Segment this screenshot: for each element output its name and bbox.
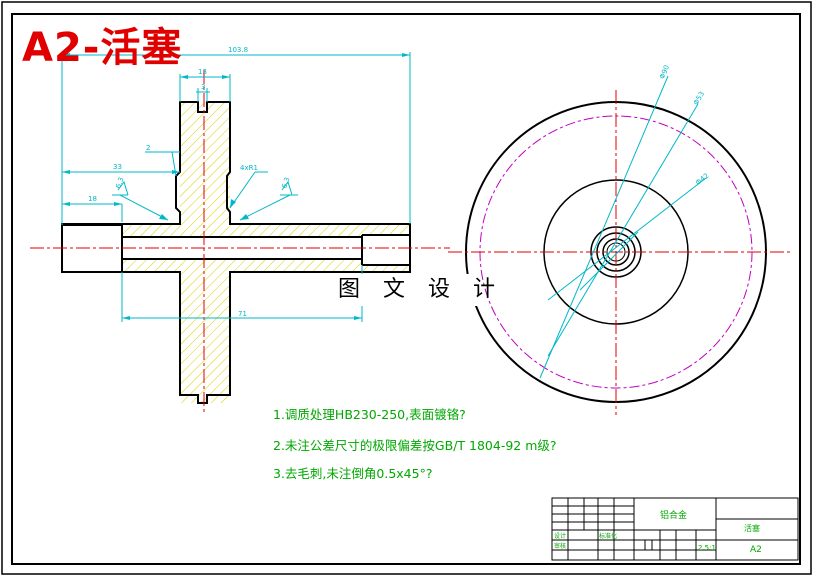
roughness-left: 6.3	[114, 176, 125, 189]
dim-offset-18: 18	[88, 195, 97, 203]
diameter-label-2: Φ53	[692, 90, 706, 106]
dimension-texts: 103.8 13 3 2 33 18 71 4xR1 6.3 6.3	[88, 46, 292, 318]
part-name-label: 活塞	[744, 524, 760, 533]
technical-note-3: 3.去毛刺,未注倒角0.5x45°?	[273, 466, 433, 481]
roughness-right: 6.3	[280, 176, 291, 189]
technical-note-2: 2.未注公差尺寸的极限偏差按GB/T 1804-92 m级?	[273, 438, 557, 453]
dim-offset-33: 33	[113, 163, 122, 171]
inner-border	[11, 13, 801, 565]
material-label: 铝合金	[660, 511, 688, 521]
bore-right	[362, 235, 410, 265]
drawing-title: A2-活塞	[22, 25, 183, 71]
dim-bore-71: 71	[238, 310, 247, 318]
checker-label: 审核	[554, 543, 567, 550]
section-outline	[61, 101, 411, 404]
watermark-text: 图 文 设 计	[338, 274, 495, 306]
section-view: 103.8 13 3 2 33 18 71 4xR1 6.3 6.3	[30, 46, 450, 415]
designer-label: 设计	[554, 533, 567, 540]
dim-fillet: 4xR1	[240, 164, 258, 172]
drawing-number-label: A2	[750, 545, 762, 555]
scale-label: 2.5:1	[698, 544, 716, 552]
dimension-arrows	[62, 53, 410, 320]
standard-label: 标准化	[599, 533, 618, 540]
title-block	[551, 497, 799, 561]
dim-overall-length: 103.8	[228, 46, 248, 54]
dim-chamfer: 2	[146, 144, 150, 152]
diameter-label-1: Φ90	[658, 64, 671, 80]
dim-keyway-width: 3	[201, 83, 205, 91]
diameter-label-3: Φ42	[694, 172, 710, 187]
technical-note-1: 1.调质处理HB230-250,表面镀铬?	[273, 407, 466, 422]
dim-hub-width: 13	[198, 68, 207, 76]
diameter-leaders	[539, 75, 707, 379]
end-view: Φ90 Φ53 Φ42	[448, 64, 790, 415]
